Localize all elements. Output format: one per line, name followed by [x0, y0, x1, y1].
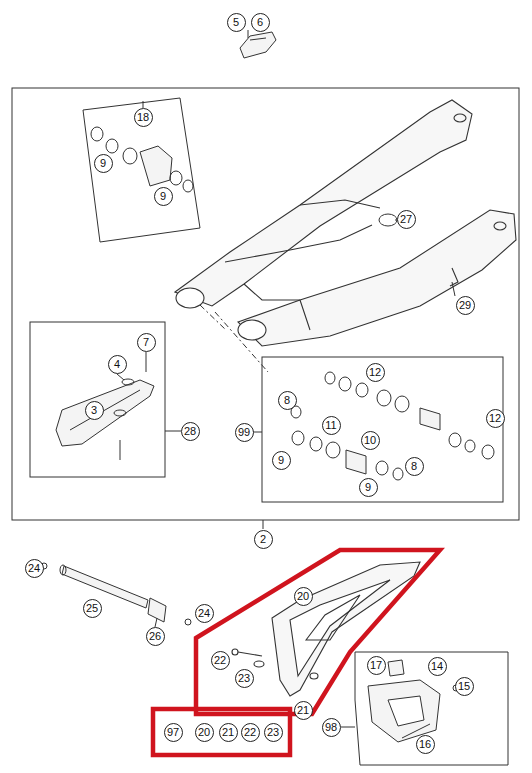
inset-frame — [355, 652, 508, 765]
callout-number: 4 — [108, 355, 127, 374]
callout-number: 20 — [294, 587, 313, 606]
callout-number: 99 — [235, 423, 254, 442]
callout-number: 11 — [322, 416, 341, 435]
callout-number: 21 — [294, 701, 313, 720]
swingarm — [175, 100, 516, 346]
callout-number: 15 — [455, 677, 474, 696]
callout-number: 21 — [219, 723, 238, 742]
callout-number: 6 — [251, 13, 270, 32]
callout-number: 12 — [366, 363, 385, 382]
callout-number: 8 — [405, 457, 424, 476]
callout-number: 7 — [137, 333, 156, 352]
callout-number: 10 — [361, 431, 380, 450]
callout-number: 20 — [195, 723, 214, 742]
callout-number: 98 — [322, 718, 341, 737]
group-frame — [12, 88, 519, 520]
chain-slider-3 — [56, 352, 154, 460]
callout-number: 27 — [397, 210, 416, 229]
callout-number: 22 — [211, 651, 230, 670]
inset-frame — [30, 322, 165, 477]
callout-number: 24 — [195, 604, 214, 623]
callout-number: 26 — [146, 627, 165, 646]
callout-number: 97 — [164, 723, 183, 742]
callout-number: 12 — [486, 409, 505, 428]
bearing-set-18 — [91, 127, 193, 192]
callout-number: 8 — [278, 391, 297, 410]
axle-25 — [41, 563, 191, 625]
highlight-outline — [153, 709, 290, 755]
callout-number: 16 — [416, 735, 435, 754]
callout-number: 28 — [181, 422, 200, 441]
callout-number: 9 — [272, 451, 291, 470]
callout-number: 25 — [83, 599, 102, 618]
callout-number: 2 — [254, 530, 273, 549]
callout-number: 23 — [235, 669, 254, 688]
callout-number: 3 — [85, 401, 104, 420]
bearing-set-99 — [291, 372, 494, 480]
inset-frame — [262, 357, 503, 502]
part-6 — [240, 30, 276, 58]
callout-number: 14 — [428, 657, 447, 676]
callout-number: 9 — [154, 187, 173, 206]
chain-guard-20 — [232, 562, 420, 696]
callout-number: 24 — [25, 559, 44, 578]
callout-number: 17 — [367, 656, 386, 675]
part-27 — [379, 214, 397, 226]
callout-number: 5 — [227, 13, 246, 32]
callout-number: 9 — [94, 154, 113, 173]
callout-number: 18 — [134, 108, 153, 127]
inset-frame — [83, 98, 200, 242]
callout-number: 23 — [264, 723, 283, 742]
callout-number: 22 — [241, 723, 260, 742]
callout-number: 29 — [456, 296, 475, 315]
callout-number: 9 — [359, 478, 378, 497]
